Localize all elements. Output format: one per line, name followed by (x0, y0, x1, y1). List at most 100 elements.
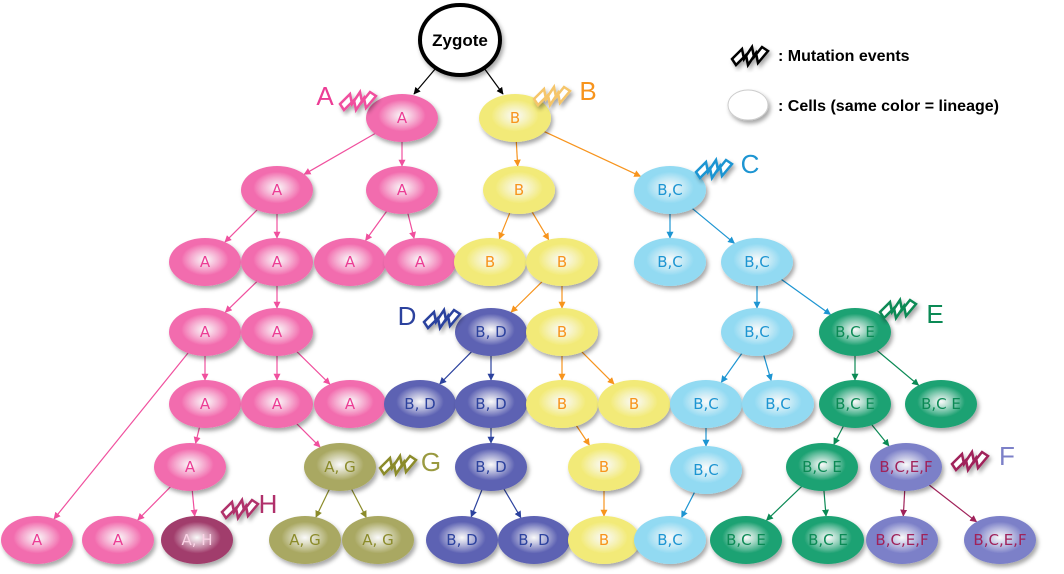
cell-node: B (483, 166, 555, 214)
cell-label: B,C E (808, 531, 848, 549)
lineage-arrow (530, 209, 550, 241)
cell-label: A, H (181, 531, 212, 549)
legend-cells-label: : Cells (same color = lineage) (778, 98, 999, 115)
cell-node: B,C (634, 238, 706, 286)
cell-ellipse (426, 516, 498, 564)
cell-ellipse (721, 238, 793, 286)
cell-label: A (272, 253, 283, 271)
cell-ellipse (1, 516, 73, 564)
cell-ellipse (241, 380, 313, 428)
cell-label: A (415, 253, 426, 271)
lightning-icon (878, 296, 918, 322)
cell-node: B (568, 516, 640, 564)
cell-ellipse (241, 238, 313, 286)
mutation-marker: F (950, 441, 1015, 474)
lineage-arrow (762, 353, 773, 382)
cell-ellipse (82, 516, 154, 564)
cell-label: B,C (657, 531, 683, 549)
lightning-icon (422, 306, 462, 332)
cell-label: B, D (475, 323, 506, 341)
cell-ellipse (161, 516, 233, 564)
cell-label: B,C,E,F (875, 531, 928, 549)
cell-label: B (557, 253, 567, 271)
cell-label: B,C E (835, 395, 875, 413)
lineage-arrow (926, 482, 978, 523)
mutation-label: C (741, 149, 760, 179)
cell-ellipse (866, 516, 938, 564)
lightning-icon (730, 43, 770, 69)
cell-node: B (454, 238, 526, 286)
cell-label: B,C,E,F (973, 531, 1026, 549)
cell-label: B (629, 395, 639, 413)
lineage-arrow (498, 210, 512, 240)
cell-label: A, G (289, 531, 320, 549)
lightning-icon (532, 83, 572, 109)
cell-label: B (485, 253, 495, 271)
cell-node: B (568, 443, 640, 491)
cell-node: B,C (721, 308, 793, 356)
lineage-arrow (350, 487, 367, 518)
cell-label: A (397, 181, 408, 199)
cell-node: B (598, 380, 670, 428)
zygote-node: Zygote (418, 3, 502, 77)
lineage-arrow (574, 423, 590, 446)
cell-node: A, G (304, 443, 376, 491)
cell-label: A (200, 395, 211, 413)
cell-ellipse (526, 238, 598, 286)
cell-ellipse (154, 443, 226, 491)
cell-node: A (366, 94, 438, 142)
lineage-arrow (439, 349, 474, 385)
lineage-arrow (406, 211, 416, 240)
cell-node: B, D (455, 380, 527, 428)
cell-ellipse (483, 166, 555, 214)
cell-ellipse (304, 443, 376, 491)
cell-node: A (241, 166, 313, 214)
cell-label: B,C (765, 395, 791, 413)
lineage-arrow (689, 206, 735, 244)
cell-ellipse (721, 308, 793, 356)
cell-node: B, D (455, 308, 527, 356)
cell-ellipse (498, 516, 570, 564)
cell-label: B (510, 109, 520, 127)
cell-ellipse (598, 380, 670, 428)
cell-ellipse (819, 380, 891, 428)
cell-node: B,C (634, 166, 706, 214)
cell-ellipse (269, 516, 341, 564)
lineage-arrow (137, 484, 173, 521)
cell-ellipse (670, 380, 742, 428)
cell-node: B, D (455, 443, 527, 491)
cell-node: B,C E (819, 380, 891, 428)
cell-ellipse (314, 238, 386, 286)
lineage-arrow (869, 422, 890, 447)
lineage-arrow (766, 484, 804, 521)
cell-label: B, D (475, 395, 506, 413)
cell-node: A, H (161, 516, 233, 564)
cell-node: A, G (342, 516, 414, 564)
cell-label: B,C E (835, 323, 875, 341)
cell-label: A (32, 531, 43, 549)
cell-label: B,C,E,F (879, 458, 932, 476)
cell-label: B,C (744, 253, 770, 271)
lineage-arrow (510, 279, 545, 313)
lineage-arrow (365, 209, 389, 241)
cell-ellipse (169, 308, 241, 356)
lightning-icon (950, 448, 990, 474)
cell-node: B,C (742, 380, 814, 428)
cell-label: B, D (518, 531, 549, 549)
cell-node: B, D (384, 380, 456, 428)
lightning-icon (378, 452, 418, 478)
lineage-arrow (294, 421, 321, 448)
cell-node: B,C,E,F (870, 443, 942, 491)
cell-node: B,C E (819, 308, 891, 356)
cell-ellipse (670, 446, 742, 494)
cell-node: A (82, 516, 154, 564)
cell-ellipse (905, 380, 977, 428)
cell-ellipse (568, 443, 640, 491)
edges (53, 67, 978, 523)
lineage-arrow (193, 425, 201, 444)
cell-ellipse (314, 380, 386, 428)
cell-node: B,C (634, 516, 706, 564)
cell-label: B,C E (726, 531, 766, 549)
